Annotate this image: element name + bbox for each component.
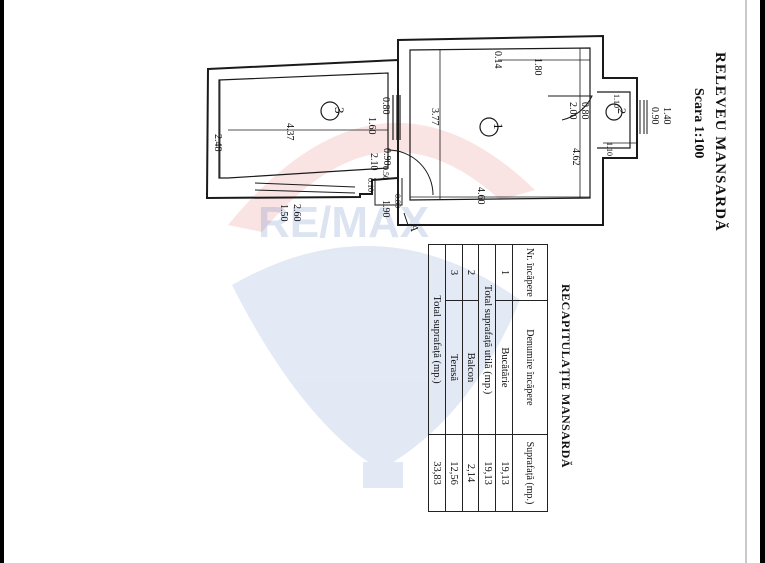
total-row: Total suprafață (mp.) 33,83 <box>428 244 446 512</box>
dim-180: 1.80 <box>532 58 543 76</box>
dim-150: 1.50 <box>278 204 289 222</box>
dim-140: 1.40 <box>661 107 672 125</box>
scan-border-right <box>760 0 765 563</box>
terrace-door-swing <box>387 149 434 196</box>
dim-210: 2.10 <box>368 153 379 171</box>
terrace-inner-wall <box>218 72 389 179</box>
section-marker: A <box>408 224 420 232</box>
recap-title: RECAPITULAȚIE MANSARDĂ <box>559 284 573 469</box>
total-value: 33,83 <box>428 434 446 512</box>
row-name: Bucătărie <box>495 300 513 435</box>
watermark-red-arc <box>228 122 535 232</box>
kitchen-inner-wall <box>409 47 591 201</box>
dim-080-terrace: 0.80 <box>380 97 391 115</box>
dim-110-top: 1.10 <box>612 94 621 108</box>
dim-377: 3.77 <box>429 108 440 126</box>
dim-460: 4.60 <box>475 187 486 205</box>
balcony-window <box>639 100 648 134</box>
header-name: Denumire încăpere <box>512 300 548 435</box>
balcony-wall <box>597 91 631 149</box>
row-area: 2,14 <box>462 434 479 512</box>
row-nr: 3 <box>445 244 463 301</box>
room-2-number: 2 <box>615 108 629 114</box>
dim-260: 2.60 <box>291 204 302 222</box>
row-name: Balcon <box>462 300 479 435</box>
scale-label: Scara 1:100 <box>691 88 706 159</box>
dim-190: 1.90 <box>380 200 391 218</box>
row-area: 12,56 <box>445 434 463 512</box>
total-label: Total suprafață (mp.) <box>428 244 446 435</box>
section-marker-line <box>403 212 409 226</box>
watermark-text: RE/MAX <box>258 198 429 247</box>
recap-table: Nr. încăpere Denumire încăpere Suprafață… <box>428 244 548 512</box>
dim-110-bottom: 1.10 <box>605 142 614 156</box>
row-nr: 2 <box>462 244 479 301</box>
dim-090-balcony: 0.90 <box>649 107 660 125</box>
sheet-edge <box>745 0 747 563</box>
dim-050: 0.50 <box>381 166 390 180</box>
watermark-balloon <box>232 245 520 470</box>
dim-080-balcony: 0.80 <box>579 102 590 120</box>
room-2-circle <box>605 103 623 121</box>
row-name: Terasă <box>445 300 463 435</box>
dim-248: 2.48 <box>212 134 223 152</box>
page-title: RELEVEU MANSARDĂ <box>712 52 728 232</box>
dim-462: 4.62 <box>570 148 581 166</box>
total-util-value: 19,13 <box>478 434 496 512</box>
dim-200: 2.00 <box>567 102 578 120</box>
terrace-bottom-window <box>254 182 356 194</box>
dim-160: 1.60 <box>366 117 377 135</box>
table-row: 2 Balcon 2,14 <box>462 244 479 512</box>
room-3-circle <box>320 101 340 121</box>
room-1-circle <box>479 117 499 137</box>
row-nr: 1 <box>495 244 513 301</box>
recap-table-wrapper: Nr. încăpere Denumire încăpere Suprafață… <box>428 244 548 512</box>
dim-090: 0.90 <box>381 148 392 166</box>
kitchen-outer-wall <box>397 34 638 226</box>
total-util-row: Total suprafață utilă (mp.) 19,13 <box>478 244 496 512</box>
header-nr: Nr. încăpere <box>512 244 548 301</box>
room-3-number: 3 <box>332 107 347 114</box>
total-util-label: Total suprafață utilă (mp.) <box>478 244 496 435</box>
watermark-basket <box>363 462 403 488</box>
dim-014: 0.14 <box>492 51 503 69</box>
scan-border-left <box>0 0 4 563</box>
dim-010: 0.10 <box>366 178 375 192</box>
table-row: 3 Terasă 12,56 <box>445 244 463 512</box>
recap-header-row: Nr. încăpere Denumire încăpere Suprafață… <box>512 244 548 512</box>
header-area: Suprafață (mp.) <box>512 434 548 512</box>
row-area: 19,13 <box>495 434 513 512</box>
table-row: 1 Bucătărie 19,13 <box>495 244 513 512</box>
dim-080-entry: 0.80 <box>393 194 402 208</box>
entry-stair <box>374 178 403 206</box>
dim-437: 4.37 <box>284 123 295 141</box>
room-1-number: 1 <box>491 123 506 130</box>
kitchen-door-swing <box>548 95 593 121</box>
